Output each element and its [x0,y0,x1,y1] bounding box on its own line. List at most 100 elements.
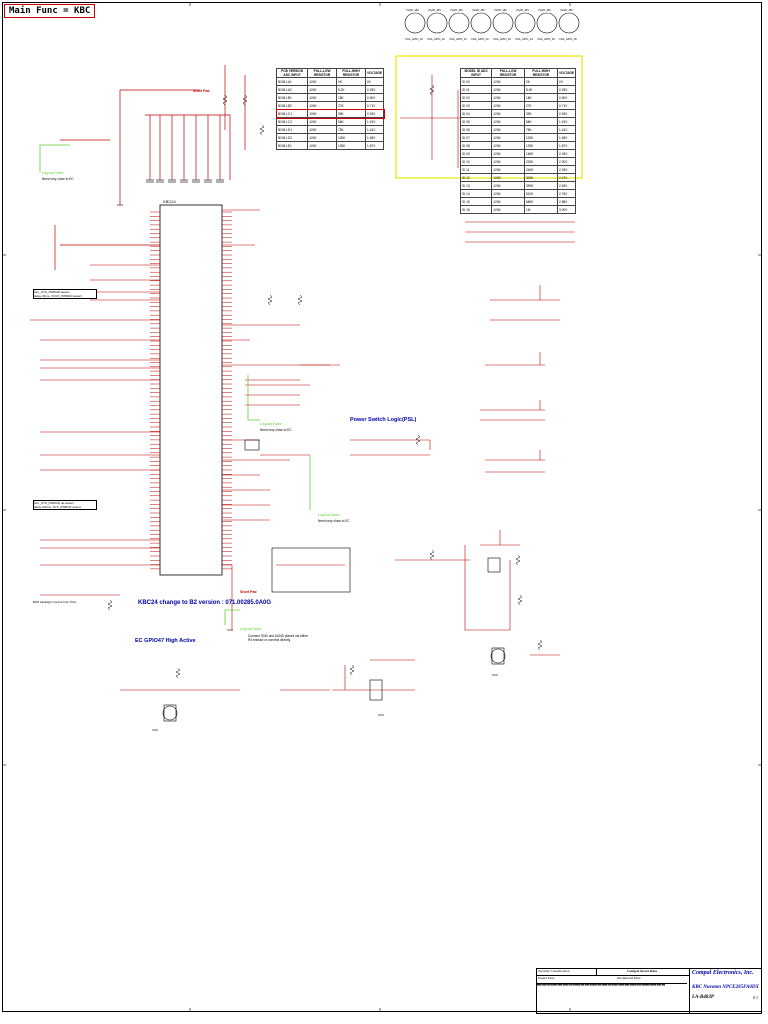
table-cell: 0K [335,77,367,86]
table-cell: ID 07 [459,133,493,142]
power-circle [492,12,514,34]
tb-rev: 0.1 [753,995,758,1000]
decoupling-caps [146,179,224,183]
table-cell: 2.88V [557,197,576,206]
power-circle-top-label: VGA5_18V [428,9,441,12]
tb-doc-number: LA-B483P [692,995,714,1000]
table-cell: 100K [307,77,337,86]
table-header-cell: VOLTAGE [557,68,576,78]
table-cell: ID 06 [459,125,493,134]
table-cell: 1.65V [557,133,576,142]
power-seq-note-1: ALL_SYS_PWRGD assert, delay 20ms, VCCP_P… [33,289,97,299]
layout-note-2-title: Layout Note [260,421,282,426]
power-seq-note-2: ALL_SYS_PWRGD de-assert, delay 100ms, SY… [33,500,97,510]
table-cell: 100K [491,93,525,102]
table-cell: 390K [523,181,559,190]
table-cell: BOM LA2 [275,85,309,94]
kbc-left-pins [150,211,160,570]
table-cell: ID 12 [459,173,493,182]
table-cell: 0.71V [557,101,576,110]
table-cell: 1.87V [365,141,384,150]
power-circle-top-label: VGA5_18V [516,9,529,12]
left-signal-wires [30,264,160,596]
power-circle-group [404,12,580,34]
table-cell: 39K [335,109,367,118]
table-cell: 1.19V [557,117,576,126]
table-cell: 100K [491,157,525,166]
table-cell: 0.50V [557,93,576,102]
table-cell: 130K [335,141,367,150]
rtc-sub-box [271,547,351,593]
table-cell: 100K [307,133,337,142]
table-cell: 100K [307,85,337,94]
table-cell: 39K [523,109,559,118]
table-header-cell: PULL-HIGH RESISTOR [523,68,559,78]
table-cell: BOM LD2 [275,133,309,142]
power-circle [558,12,580,34]
kbc-chip-ref: KBC24 [163,199,176,204]
power-circle-bottom-label: VGA_GPIO_21 [449,38,467,41]
sheet-title-tag: Main Func = KBC [4,4,96,18]
table-cell: 8.2K [335,85,367,94]
table-cell: 0V [557,77,576,86]
table-header-cell: PULL-HIGH RESISTOR [335,68,367,78]
tb-legal-text: ▇▇▇ ▇▇▇ ▇▇ ▇▇▇▇ ▇▇▇ ▇▇▇▇ ▇▇ ▇▇▇▇▇ ▇▇ ▇▇▇… [537,983,687,1006]
table-cell: 100K [491,133,525,142]
table-cell: ID 13 [459,181,493,190]
table-cell: 2.33V [557,165,576,174]
power-circle-top-label: VGA5_18V [406,9,419,12]
table-cell: 100K [307,109,337,118]
table-cell: ID 08 [459,141,493,150]
table-cell: 1.19V [365,117,384,126]
model-id-wires [400,75,460,168]
table-cell: 27K [335,101,367,110]
table-cell: 0.25V [365,85,384,94]
table-header-cell: VOLTAGE [365,68,384,78]
power-circle-top-label: VGA5_18V [560,9,573,12]
table-cell: 100K [491,181,525,190]
edp-backlight-note: EDP backlight Control from PCH [33,600,77,604]
table-cell: 100K [491,77,525,86]
power-circle [470,12,492,34]
table-cell: 1.41V [557,125,576,134]
table-header-cell: MODEL ID ADC INPUT [459,68,493,78]
table-cell: 0V [365,77,384,86]
power-circle-top-label: VGA5_18V [494,9,507,12]
table-cell: ID 11 [459,165,493,174]
table-cell: BOM LB1 [275,93,309,102]
table-cell: 100K [491,189,525,198]
table-cell: 0.50V [365,93,384,102]
table-cell: 0.25V [557,85,576,94]
layout-note-2-body: Need very close to EC [260,428,292,432]
table-cell: 100K [491,85,525,94]
layout-note-markers [39,144,311,625]
power-circle-top-label: VGA5_18V [472,9,485,12]
table-cell: ID 05 [459,117,493,126]
kbc-right-pins [222,211,232,570]
power-circle [536,12,558,34]
psl-section-title: Power Switch Logic(PSL) [350,417,417,423]
short-pad-label-1: Short Pad [193,89,210,93]
top-power-rails [54,65,246,270]
table-cell: 2.76V [557,189,576,198]
table-cell: 130K [523,141,559,150]
table-cell: 75K [523,125,559,134]
table-cell: 300K [523,173,559,182]
table-cell: 100K [491,125,525,134]
layout-note-3-title: Layout Note [318,512,340,517]
table-cell: 56K [335,117,367,126]
power-circle-bottom-label: VGA_GPIO_26 [559,38,577,41]
layout-note-3-body: Need very close to EC [318,519,350,523]
table-cell: ID 04 [459,109,493,118]
